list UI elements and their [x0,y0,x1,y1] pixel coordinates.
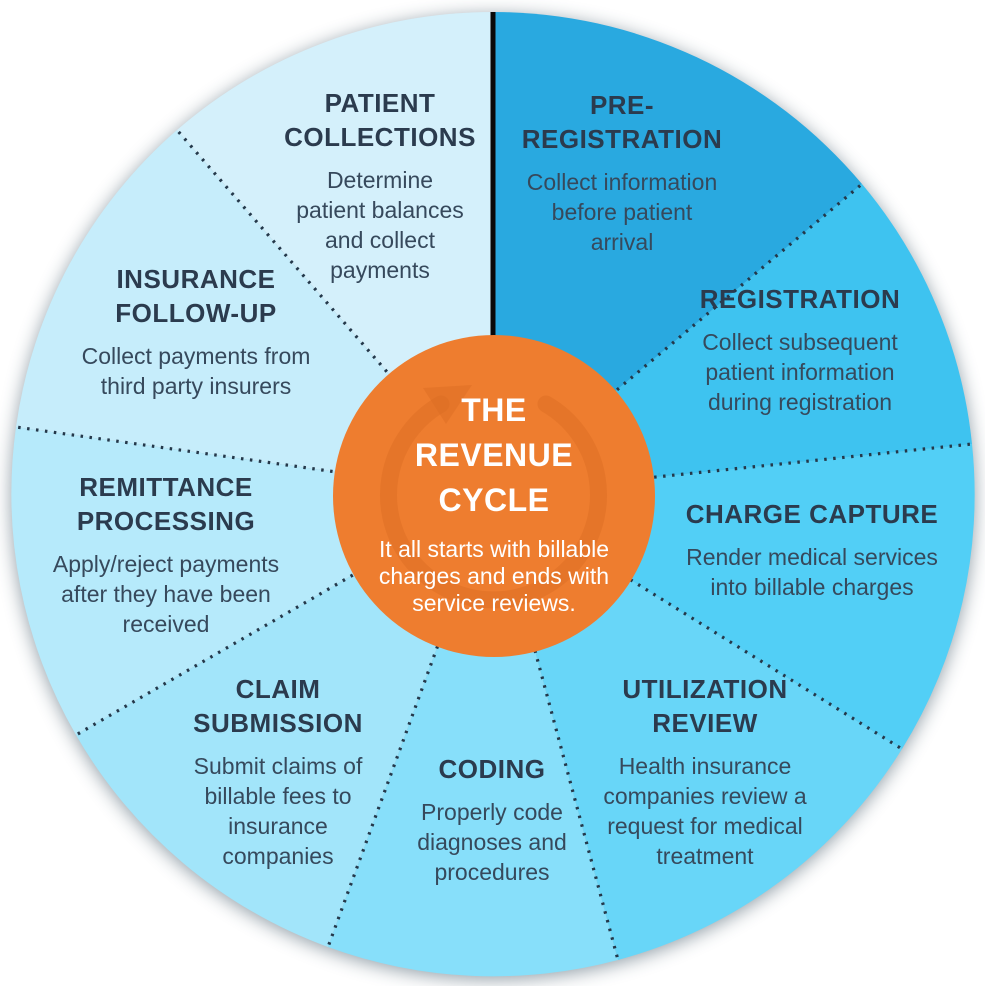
label-patient-collections: PATIENT COLLECTIONS Determine patient ba… [250,86,510,285]
cycle-arrow-head-icon [423,385,472,424]
label-insurance-follow-up: INSURANCE FOLLOW-UP Collect payments fro… [41,262,351,401]
label-claim-submission: CLAIM SUBMISSION Submit claims of billab… [148,672,408,871]
label-registration: REGISTRATION Collect subsequent patient … [660,282,940,417]
segment-description: Health insurance companies review a requ… [603,753,807,869]
label-remittance-processing: REMITTANCE PROCESSING Apply/reject payme… [16,470,316,639]
center-title: THE REVENUE CYCLE [414,392,574,518]
segment-title: CLAIM SUBMISSION [193,674,363,738]
segment-title: CODING [438,754,546,784]
center-label: THE REVENUE CYCLE It all starts with bil… [334,388,654,617]
segment-title: PATIENT COLLECTIONS [284,88,476,152]
label-utilization-review: UTILIZATION REVIEW Health insurance comp… [570,672,840,871]
label-pre-registration: PRE- REGISTRATION Collect information be… [492,88,752,257]
segment-title: REMITTANCE PROCESSING [76,472,256,536]
segment-title: CHARGE CAPTURE [685,499,939,529]
segment-description: Submit claims of billable fees to insura… [193,753,363,869]
segment-coding [328,494,618,977]
center-circle [333,335,655,657]
segment-description: Properly code diagnoses and procedures [417,799,567,885]
segment-description: Collect payments from third party insure… [81,343,311,399]
segment-description: Determine patient balances and collect p… [296,167,464,283]
segment-description: Apply/reject payments after they have be… [52,551,280,637]
label-charge-capture: CHARGE CAPTURE Render medical services i… [652,497,972,602]
label-coding: CODING Properly code diagnoses and proce… [372,752,612,887]
segment-title: UTILIZATION REVIEW [622,674,788,738]
segment-description: Collect information before patient arriv… [526,169,718,255]
segment-description: Collect subsequent patient information d… [702,329,898,415]
cycle-arrow-icon [380,395,607,609]
segment-title: REGISTRATION [699,284,901,314]
segment-title: PRE- REGISTRATION [521,90,723,154]
center-description: It all starts with billable charges and … [378,536,610,616]
segment-description: Render medical services into billable ch… [686,544,938,600]
segment-title: INSURANCE FOLLOW-UP [115,264,277,328]
